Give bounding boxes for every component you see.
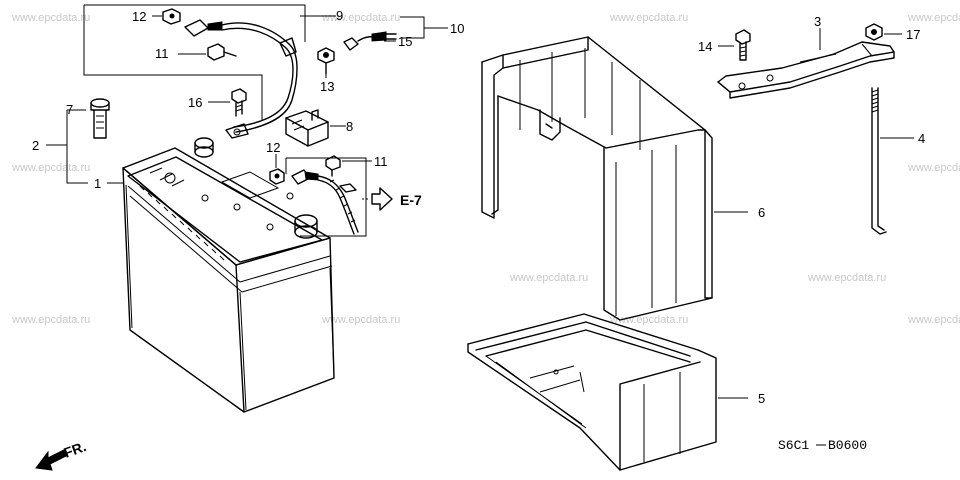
reference-label: E-7 [400, 192, 422, 208]
part-7-bolt [90, 98, 110, 139]
watermark: www.epcdata.ru [321, 12, 400, 24]
part-16-bolt [231, 88, 247, 117]
callout-13: 13 [320, 79, 334, 94]
callout-7: 7 [66, 102, 73, 117]
reference-arrow-e7 [362, 187, 393, 211]
diagram-code-right: B0600 [828, 438, 867, 453]
part-14-bolt [735, 29, 751, 61]
front-direction-arrow [35, 449, 67, 471]
watermark: www.epcdata.ru [509, 272, 588, 284]
part-15-cable [343, 31, 397, 51]
watermark: www.epcdata.ru [907, 12, 960, 24]
callout-12-top: 12 [132, 9, 146, 24]
bracket-10 [400, 16, 448, 39]
part-4-hold-rod [871, 87, 887, 235]
part-11-bolt-top [207, 43, 237, 61]
part-12-nut-lower [269, 168, 285, 185]
callout-5: 5 [758, 391, 765, 406]
watermark: www.epcdata.ru [11, 12, 90, 24]
callout-6: 6 [758, 205, 765, 220]
callout-leaders-left [46, 109, 123, 184]
cable-group-lower [285, 157, 367, 237]
callout-11-lower: 11 [374, 154, 388, 169]
part-3-hold-down-bracket [717, 41, 895, 99]
cable-group-box [83, 4, 306, 120]
callout-1: 1 [94, 176, 101, 191]
part-13-bolt [317, 47, 335, 75]
watermark: www.epcdata.ru [11, 314, 90, 326]
callout-16: 16 [188, 95, 202, 110]
front-label: FR. [62, 438, 89, 461]
callout-9: 9 [336, 8, 343, 23]
watermark: www.epcdata.ru [609, 12, 688, 24]
diagram-code-left: S6C1 [778, 438, 809, 453]
watermark: www.epcdata.ru [11, 162, 90, 174]
watermark: www.epcdata.ru [321, 314, 400, 326]
callout-15: 15 [398, 34, 412, 49]
part-17-nut [865, 23, 883, 41]
watermark: www.epcdata.ru [807, 272, 886, 284]
callout-10: 10 [450, 21, 464, 36]
watermark: www.epcdata.ru [907, 162, 960, 174]
part-5-battery-tray [467, 313, 717, 471]
callout-2: 2 [32, 138, 39, 153]
callout-11-top: 11 [155, 46, 169, 61]
watermarks: www.epcdata.ru www.epcdata.ru www.epcdat… [11, 12, 960, 326]
callout-4: 4 [918, 131, 925, 146]
watermark: www.epcdata.ru [609, 314, 688, 326]
negative-cable [291, 169, 359, 235]
callout-12-lower: 12 [266, 140, 280, 155]
callout-17: 17 [906, 27, 920, 42]
callout-14: 14 [698, 39, 712, 54]
part-8-fuse-box [285, 109, 329, 147]
part-9-cable [184, 19, 298, 139]
part-12-nut-top [162, 8, 181, 25]
part-11-bolt-lower [325, 155, 341, 177]
callout-3: 3 [814, 14, 821, 29]
callout-8: 8 [346, 119, 353, 134]
part-6-battery-case [481, 36, 713, 321]
watermark: www.epcdata.ru [907, 314, 960, 326]
battery [122, 137, 335, 413]
